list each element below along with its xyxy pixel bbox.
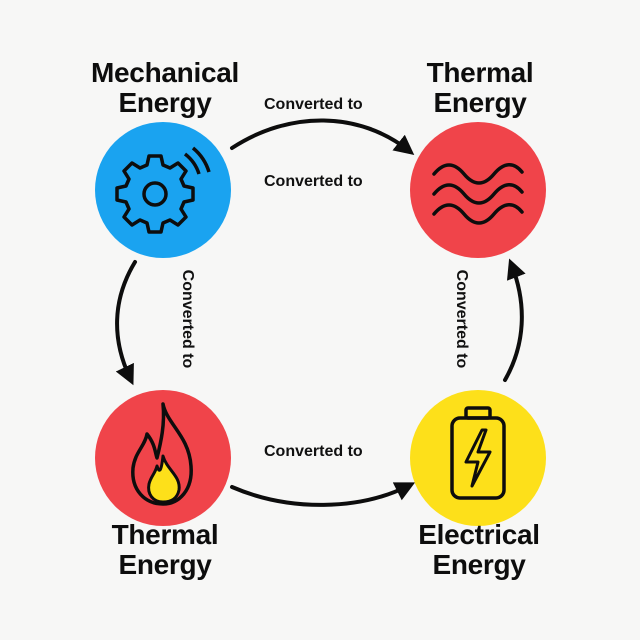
mechanical-title-line1: Mechanical	[91, 57, 239, 88]
middle-arrow-label: Converted to	[264, 173, 363, 190]
thermal-bottom-title-line1: Thermal	[111, 519, 219, 550]
mechanical-energy-title: Mechanical Energy	[60, 58, 270, 118]
thermal-energy-bottom-node	[95, 390, 231, 526]
bottom-arrow-label: Converted to	[264, 443, 363, 460]
arrow-electrical-to-thermal-top	[503, 258, 526, 382]
top-arrow-label: Converted to	[264, 96, 363, 113]
electrical-title-line2: Energy	[432, 549, 526, 580]
mechanical-energy-node	[95, 122, 231, 258]
thermal-energy-top-title: Thermal Energy	[375, 58, 585, 118]
arrow-thermal-bottom-to-electrical	[230, 482, 416, 507]
electrical-energy-node	[410, 390, 546, 526]
electrical-title-line1: Electrical	[418, 519, 540, 550]
thermal-top-title-line2: Energy	[433, 87, 527, 118]
thermal-bottom-title-line2: Energy	[118, 549, 212, 580]
thermal-energy-bottom-title: Thermal Energy	[60, 520, 270, 580]
left-arrow-label: Converted to	[179, 269, 196, 369]
arrow-mechanical-to-thermal-top	[230, 118, 415, 155]
thermal-energy-top-node	[410, 122, 546, 258]
right-arrow-label: Converted to	[453, 269, 470, 369]
mechanical-title-line2: Energy	[118, 87, 212, 118]
electrical-energy-title: Electrical Energy	[374, 520, 584, 580]
thermal-top-title-line1: Thermal	[426, 57, 534, 88]
flame-icon	[131, 402, 193, 506]
battery-icon	[450, 406, 506, 500]
gear-icon	[115, 146, 211, 234]
heat-waves-icon	[432, 163, 524, 225]
arrow-mechanical-to-thermal-bottom	[115, 260, 137, 386]
